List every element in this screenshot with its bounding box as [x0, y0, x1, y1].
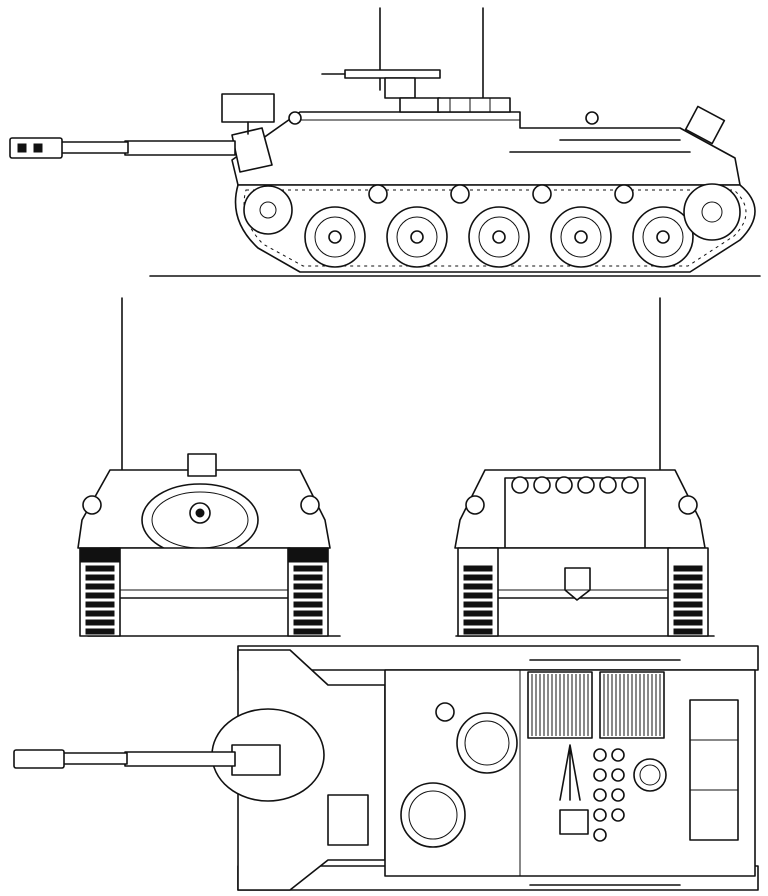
track-link	[85, 583, 115, 590]
front-searchlight	[187, 453, 217, 477]
exhaust-coil	[621, 476, 639, 494]
road-wheel-hub	[574, 230, 588, 244]
road-wheel-hub	[328, 230, 342, 244]
road-wheel-hub	[492, 230, 506, 244]
rear-stowage-box	[684, 105, 726, 145]
rear-equipment-box	[689, 699, 739, 841]
track-link	[463, 574, 493, 581]
loader-hatch	[400, 782, 466, 848]
road-wheel-hub	[410, 230, 424, 244]
road-wheel-rim	[642, 216, 684, 258]
right-headlight	[300, 495, 320, 515]
gun-barrel-plan	[124, 751, 236, 767]
track-link	[673, 592, 703, 599]
track-link	[293, 619, 323, 626]
left-headlight	[82, 495, 102, 515]
gun-barrel	[124, 140, 236, 156]
track-link	[85, 619, 115, 626]
track-link	[673, 610, 703, 617]
periscope	[611, 748, 625, 762]
engine-grilles	[527, 671, 665, 739]
exhaust-coil	[511, 476, 529, 494]
track-link	[463, 565, 493, 572]
track-link	[85, 565, 115, 572]
track-link	[463, 619, 493, 626]
track-link	[463, 610, 493, 617]
periscope	[593, 808, 607, 822]
periscope	[611, 808, 625, 822]
exhaust-coil	[577, 476, 595, 494]
periscope	[593, 748, 607, 762]
idler-hub	[259, 201, 277, 219]
drive-sprocket	[683, 183, 741, 241]
top-upper-track	[237, 645, 759, 671]
searchlight	[221, 93, 275, 123]
return-roller	[450, 184, 470, 204]
return-roller	[614, 184, 634, 204]
tow-tool	[559, 744, 581, 801]
deck-hatch-small	[559, 809, 589, 835]
track-link	[293, 592, 323, 599]
road-wheel-rim	[560, 216, 602, 258]
track-link	[85, 628, 115, 635]
roof-machine-gun	[344, 69, 441, 79]
track-link	[293, 628, 323, 635]
track-link	[673, 565, 703, 572]
track-link	[463, 592, 493, 599]
track-link	[293, 601, 323, 608]
road-wheel-hub	[656, 230, 670, 244]
track-link	[463, 628, 493, 635]
road-wheel-rim	[314, 216, 356, 258]
track-link	[463, 583, 493, 590]
rear-emblem	[564, 567, 591, 601]
muzzle-brake-plan	[13, 749, 65, 769]
front-view	[77, 297, 341, 637]
road-wheel-rim	[396, 216, 438, 258]
track-link	[673, 628, 703, 635]
hull-superstructure	[231, 111, 741, 186]
gun-mantlet	[231, 127, 273, 173]
periscope	[611, 788, 625, 802]
periscope	[593, 828, 607, 842]
exhaust-coil	[533, 476, 551, 494]
track-link	[85, 592, 115, 599]
top-view	[13, 645, 759, 891]
road-wheel-rim	[478, 216, 520, 258]
periscope	[593, 768, 607, 782]
track-link	[463, 601, 493, 608]
return-roller	[368, 184, 388, 204]
fan-cover	[633, 758, 667, 792]
track-link	[293, 610, 323, 617]
periscope	[611, 768, 625, 782]
track-link	[85, 601, 115, 608]
side-wheel-group	[243, 183, 741, 268]
track-link	[85, 610, 115, 617]
front-track-links	[85, 565, 323, 635]
idler-wheel	[243, 185, 293, 235]
track-link	[293, 574, 323, 581]
rear-view	[454, 297, 715, 637]
driver-hatch	[327, 794, 369, 846]
track-link	[673, 583, 703, 590]
track-link	[85, 574, 115, 581]
track-link	[673, 574, 703, 581]
track-link	[293, 565, 323, 572]
track-link	[293, 583, 323, 590]
track-link	[673, 619, 703, 626]
rear-exhaust-pipes	[511, 476, 639, 494]
exhaust-coil	[555, 476, 573, 494]
exhaust-coil	[599, 476, 617, 494]
track-link	[673, 601, 703, 608]
side-view	[9, 7, 761, 277]
commander-hatch	[456, 712, 518, 774]
return-roller	[532, 184, 552, 204]
sprocket-hub	[701, 201, 723, 223]
rear-track-links	[463, 565, 703, 635]
periscope	[593, 788, 607, 802]
periscope-row	[593, 748, 625, 842]
